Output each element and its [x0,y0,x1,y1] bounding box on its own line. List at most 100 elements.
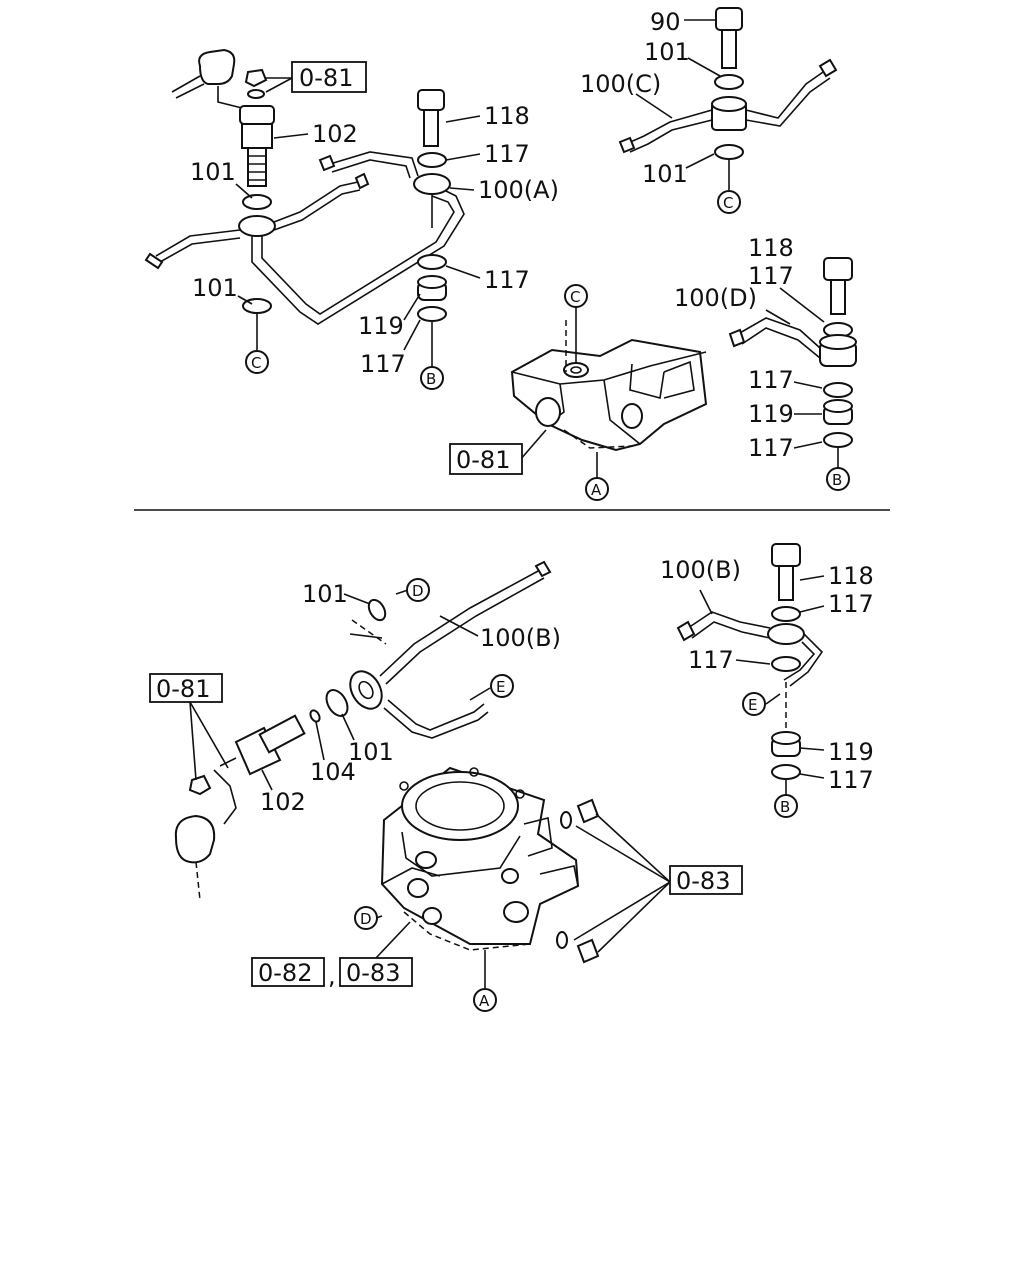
washer-117-br1 [771,606,801,622]
label-101: 101 [302,580,348,608]
label-101: 101 [642,160,688,188]
leader [573,881,671,941]
leader [595,813,671,883]
bolt-hole [399,781,409,791]
spacer-119-br-top [771,731,801,745]
pipe-detail [349,633,383,639]
eye-fitting-100b [349,670,383,710]
eye-fitting-100c-top [711,96,747,112]
housing-port-4 [501,868,519,884]
leader [189,701,197,781]
washer-top [247,89,265,99]
nut-top [244,68,268,88]
eye-fitting-100b-right [767,623,805,645]
washer-117-br2 [771,656,801,672]
leader [793,441,823,449]
leader [343,593,371,605]
leader [237,295,253,305]
pressure-switch-thread-bottom [258,714,306,754]
body-edge [663,360,695,399]
sensor-wire-2 [175,83,205,99]
spacer-119-r-top [823,399,853,413]
label-118: 118 [748,234,794,262]
screw-1 [576,798,600,824]
screw-2 [576,938,600,964]
ref-box-081-a[interactable] [291,61,367,93]
ref-label-081[interactable]: 0-81 [299,64,353,92]
leader [273,133,309,139]
bolt-118-br-shaft [778,565,794,601]
label-101: 101 [644,38,690,66]
ref-label-081[interactable]: 0-81 [156,675,210,703]
spacer-119-top [417,275,447,289]
label-102: 102 [312,120,358,148]
sensor-assembly-bottom [174,701,237,901]
hidden-line [351,619,387,645]
circled-markers: C C B C A B D E E B D A [245,190,850,1012]
pipe-end-right [354,172,370,190]
pipe-100c-right-end [818,58,838,78]
valve-housing-bottom [375,766,671,988]
pipe-100b-lower [387,699,485,731]
marker-c: C [723,194,733,212]
marker-circle-e [742,692,766,716]
housing-edge [523,817,553,857]
label-101: 101 [190,158,236,186]
leader [575,825,671,883]
assembly-100d [728,257,857,468]
bolt-hole [515,789,525,799]
leader [687,57,721,77]
ref-box-083-a[interactable] [669,865,743,895]
leader [799,773,825,779]
washer-117-c [417,306,447,322]
label-100b: 100(B) [660,556,741,584]
pipe-100b-end [534,560,552,578]
leader [469,687,491,701]
leader [265,77,293,93]
label-101: 101 [348,738,394,766]
pipe-100b-right-left [687,611,771,629]
ref-box-083-b[interactable] [339,957,413,987]
ref-label-083[interactable]: 0-83 [676,867,730,895]
pipe-100b-right-loop-edge [783,641,816,681]
housing-edge [401,831,521,877]
pipe-100d-edge [741,327,821,359]
port-inner [570,366,582,374]
reference-boxes: 0-81 0-81 0-81 0-83 0-82 , 0-83 [149,61,743,990]
sensor-bracket-bottom [213,769,237,825]
pipe-loop-edge [261,195,455,315]
marker-circle-d [354,906,378,930]
leader [597,881,671,953]
ref-box-082[interactable] [251,957,325,987]
bolt-118-head [417,89,445,111]
leader [395,589,409,595]
marker-e: E [496,678,505,696]
label-117: 117 [748,366,794,394]
marker-c: C [251,354,261,372]
ref-box-081-c[interactable] [149,673,223,703]
marker-circle-c [245,350,269,374]
label-119: 119 [358,312,404,340]
leader [261,769,273,791]
ref-label-081[interactable]: 0-81 [456,446,510,474]
pipe-top-bend [329,151,419,177]
label-117: 117 [484,140,530,168]
pipe-top-bend-edge [331,159,411,179]
ref-box-081-b[interactable] [449,443,523,475]
washer-101-top [242,194,272,210]
label-100d: 100(D) [674,284,757,312]
assembly-100c [618,7,838,190]
marker-circle-b [420,366,444,390]
label-117: 117 [688,646,734,674]
ref-label-083[interactable]: 0-83 [346,959,400,987]
ref-label-082[interactable]: 0-82 [258,959,312,987]
pipe-end-top [318,154,336,172]
washer-101-b1 [367,598,387,622]
label-117: 117 [828,766,874,794]
body-port-left [535,397,561,427]
leader [799,575,825,581]
label-100a: 100(A) [478,176,559,204]
label-90: 90 [650,8,681,36]
pipe-100c-right-edge [745,77,831,127]
leader [445,115,481,123]
